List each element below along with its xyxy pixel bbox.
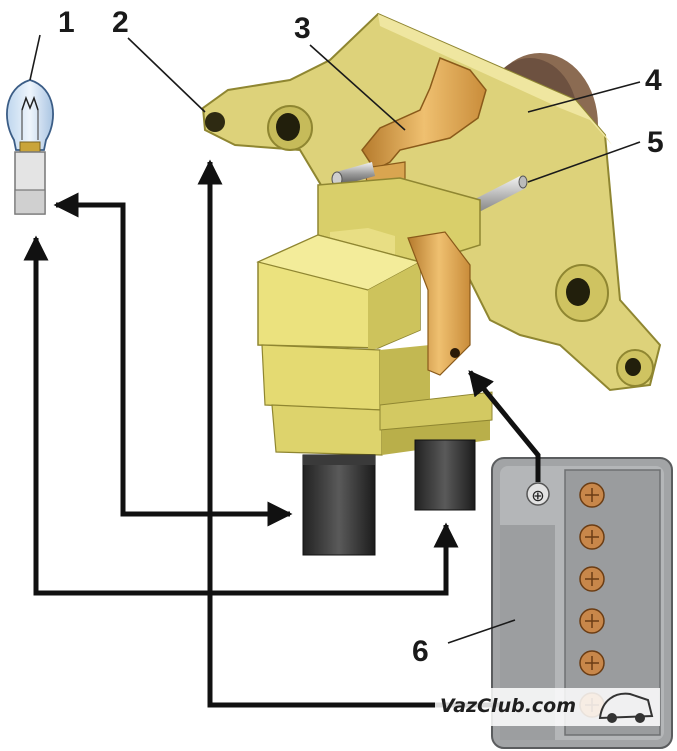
wire-battery-to-regulator bbox=[468, 370, 541, 482]
leader-lines bbox=[29, 34, 641, 644]
battery-positive-terminal bbox=[526, 482, 550, 506]
positive-terminal-symbol: ⊕ bbox=[531, 486, 544, 505]
wiring bbox=[23, 159, 541, 708]
callout-5: 5 bbox=[647, 126, 664, 159]
wire-ground bbox=[197, 159, 500, 708]
output-terminal-left bbox=[302, 454, 376, 556]
callout-6: 6 bbox=[412, 635, 429, 668]
cell-cap bbox=[579, 650, 605, 676]
callout-1: 1 bbox=[58, 6, 75, 39]
cell-cap bbox=[579, 524, 605, 550]
cell-cap bbox=[579, 608, 605, 634]
wire-lamp-to-terminal bbox=[53, 192, 293, 527]
watermark-text: VazClub.com bbox=[440, 695, 576, 717]
cell-cap bbox=[579, 566, 605, 592]
leader-5 bbox=[527, 141, 641, 183]
regulator-housing bbox=[256, 177, 493, 456]
callout-2: 2 bbox=[112, 6, 129, 39]
leader-6 bbox=[447, 619, 516, 644]
callout-3: 3 bbox=[294, 12, 311, 45]
wire-lamp-to-right-terminal bbox=[23, 235, 459, 596]
car-logo-icon bbox=[598, 692, 654, 723]
leader-4 bbox=[527, 81, 641, 113]
warning-lamp-bulb bbox=[6, 79, 54, 215]
leader-1 bbox=[29, 34, 41, 81]
callout-4: 4 bbox=[645, 64, 662, 97]
leader-3 bbox=[309, 44, 406, 131]
output-terminal-right bbox=[414, 439, 476, 511]
watermark: VazClub.com bbox=[435, 688, 660, 726]
cell-cap bbox=[579, 482, 605, 508]
leader-2 bbox=[127, 37, 206, 113]
